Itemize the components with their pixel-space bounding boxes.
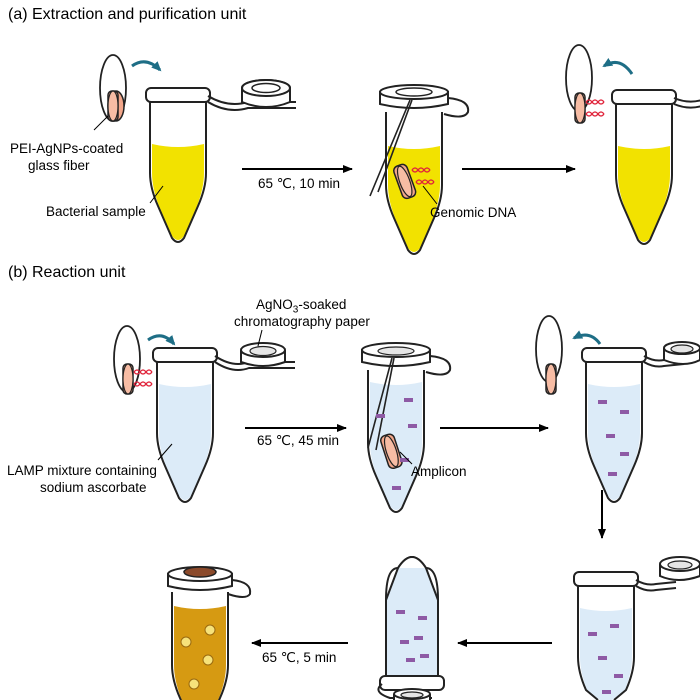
curved-arrow-b3 bbox=[572, 330, 602, 345]
pointer-fiber bbox=[93, 115, 109, 131]
label-fiber-line2: glass fiber bbox=[28, 158, 90, 173]
tube-b1 bbox=[152, 342, 295, 503]
label-fiber-line1: PEI-AgNPs-coated bbox=[10, 141, 124, 156]
pointer-dna bbox=[422, 185, 438, 205]
curved-arrow-a3 bbox=[602, 57, 634, 75]
section-a-title: (a) Extraction and purification unit bbox=[8, 6, 247, 23]
tube-b2 bbox=[361, 342, 452, 513]
tube-b3 bbox=[581, 341, 700, 503]
step-label-b2: 65 ℃, 5 min bbox=[262, 650, 337, 665]
pointer-sample bbox=[149, 185, 164, 204]
section-b-title: (b) Reaction unit bbox=[8, 264, 126, 281]
pointer-lamp bbox=[157, 443, 173, 461]
label-paper-line2: chromatography paper bbox=[234, 314, 370, 329]
glass-fiber-disc-b1 bbox=[113, 325, 153, 395]
pointer-amplicon bbox=[399, 451, 413, 465]
label-lamp-line2: sodium ascorbate bbox=[40, 480, 147, 495]
label-genomic-dna: Genomic DNA bbox=[430, 205, 517, 220]
pointer-paper bbox=[257, 329, 263, 347]
step-label-b1: 65 ℃, 45 min bbox=[257, 433, 339, 448]
tube-a1 bbox=[145, 79, 296, 243]
label-paper-line1: AgNO3-soaked bbox=[256, 297, 347, 316]
glass-fiber-disc-b3 bbox=[535, 315, 563, 395]
tube-b6-final bbox=[167, 566, 252, 700]
label-amplicon: Amplicon bbox=[411, 464, 467, 479]
tube-a2 bbox=[369, 84, 470, 255]
glass-fiber-disc-a3 bbox=[565, 44, 605, 124]
label-bacterial-sample: Bacterial sample bbox=[46, 204, 146, 219]
curved-arrow-a1 bbox=[131, 60, 162, 72]
tube-b4 bbox=[573, 556, 700, 700]
glass-fiber-disc-a1 bbox=[99, 54, 127, 122]
label-lamp-line1: LAMP mixture containing bbox=[7, 463, 157, 478]
tube-b5-inverted bbox=[377, 556, 445, 700]
tube-a3 bbox=[611, 89, 700, 245]
curved-arrow-b1 bbox=[147, 334, 176, 346]
step-label-a1: 65 ℃, 10 min bbox=[258, 176, 340, 191]
